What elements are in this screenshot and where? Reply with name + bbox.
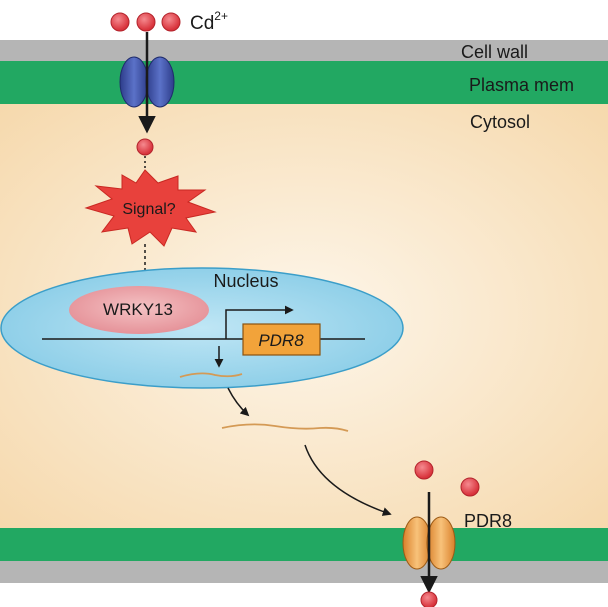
cell-wall-label: Cell wall <box>461 42 528 62</box>
wrky13-protein <box>69 286 209 334</box>
wrky13-label: WRKY13 <box>103 300 173 319</box>
plasma-membrane-bottom <box>0 528 608 561</box>
cd-ion-cytosol-2 <box>414 460 434 480</box>
cd-ion-label: Cd2+ <box>190 9 228 34</box>
cd-ions-extracellular <box>110 12 181 32</box>
nucleus-label: Nucleus <box>213 271 278 291</box>
mrna-nuclear <box>179 372 243 378</box>
signal-label: Signal? <box>122 201 175 218</box>
cd-ion-extracellular-bottom <box>420 591 438 607</box>
signal-burst <box>84 169 217 247</box>
plasma-membrane-top <box>0 61 608 104</box>
nucleus <box>0 267 404 389</box>
plasma-membrane-label: Plasma mem <box>469 75 574 95</box>
pdr8-transporter <box>402 516 456 570</box>
cell-wall-top <box>0 40 608 61</box>
pdr8-transporter-label: PDR8 <box>464 511 512 531</box>
cd-ion-cytosol <box>136 138 154 156</box>
pdr8-gene-box <box>242 323 321 356</box>
mrna-export-arrow <box>227 387 250 417</box>
cytosol-label: Cytosol <box>470 112 530 132</box>
transcription-start-arrow <box>225 305 294 339</box>
pdr8-gene-label: PDR8 <box>258 331 304 350</box>
cell-wall-bottom <box>0 561 608 583</box>
translation-arrow <box>304 444 392 516</box>
cd-ion-cytosol-3 <box>460 477 480 497</box>
mrna-cytosolic <box>221 423 349 432</box>
